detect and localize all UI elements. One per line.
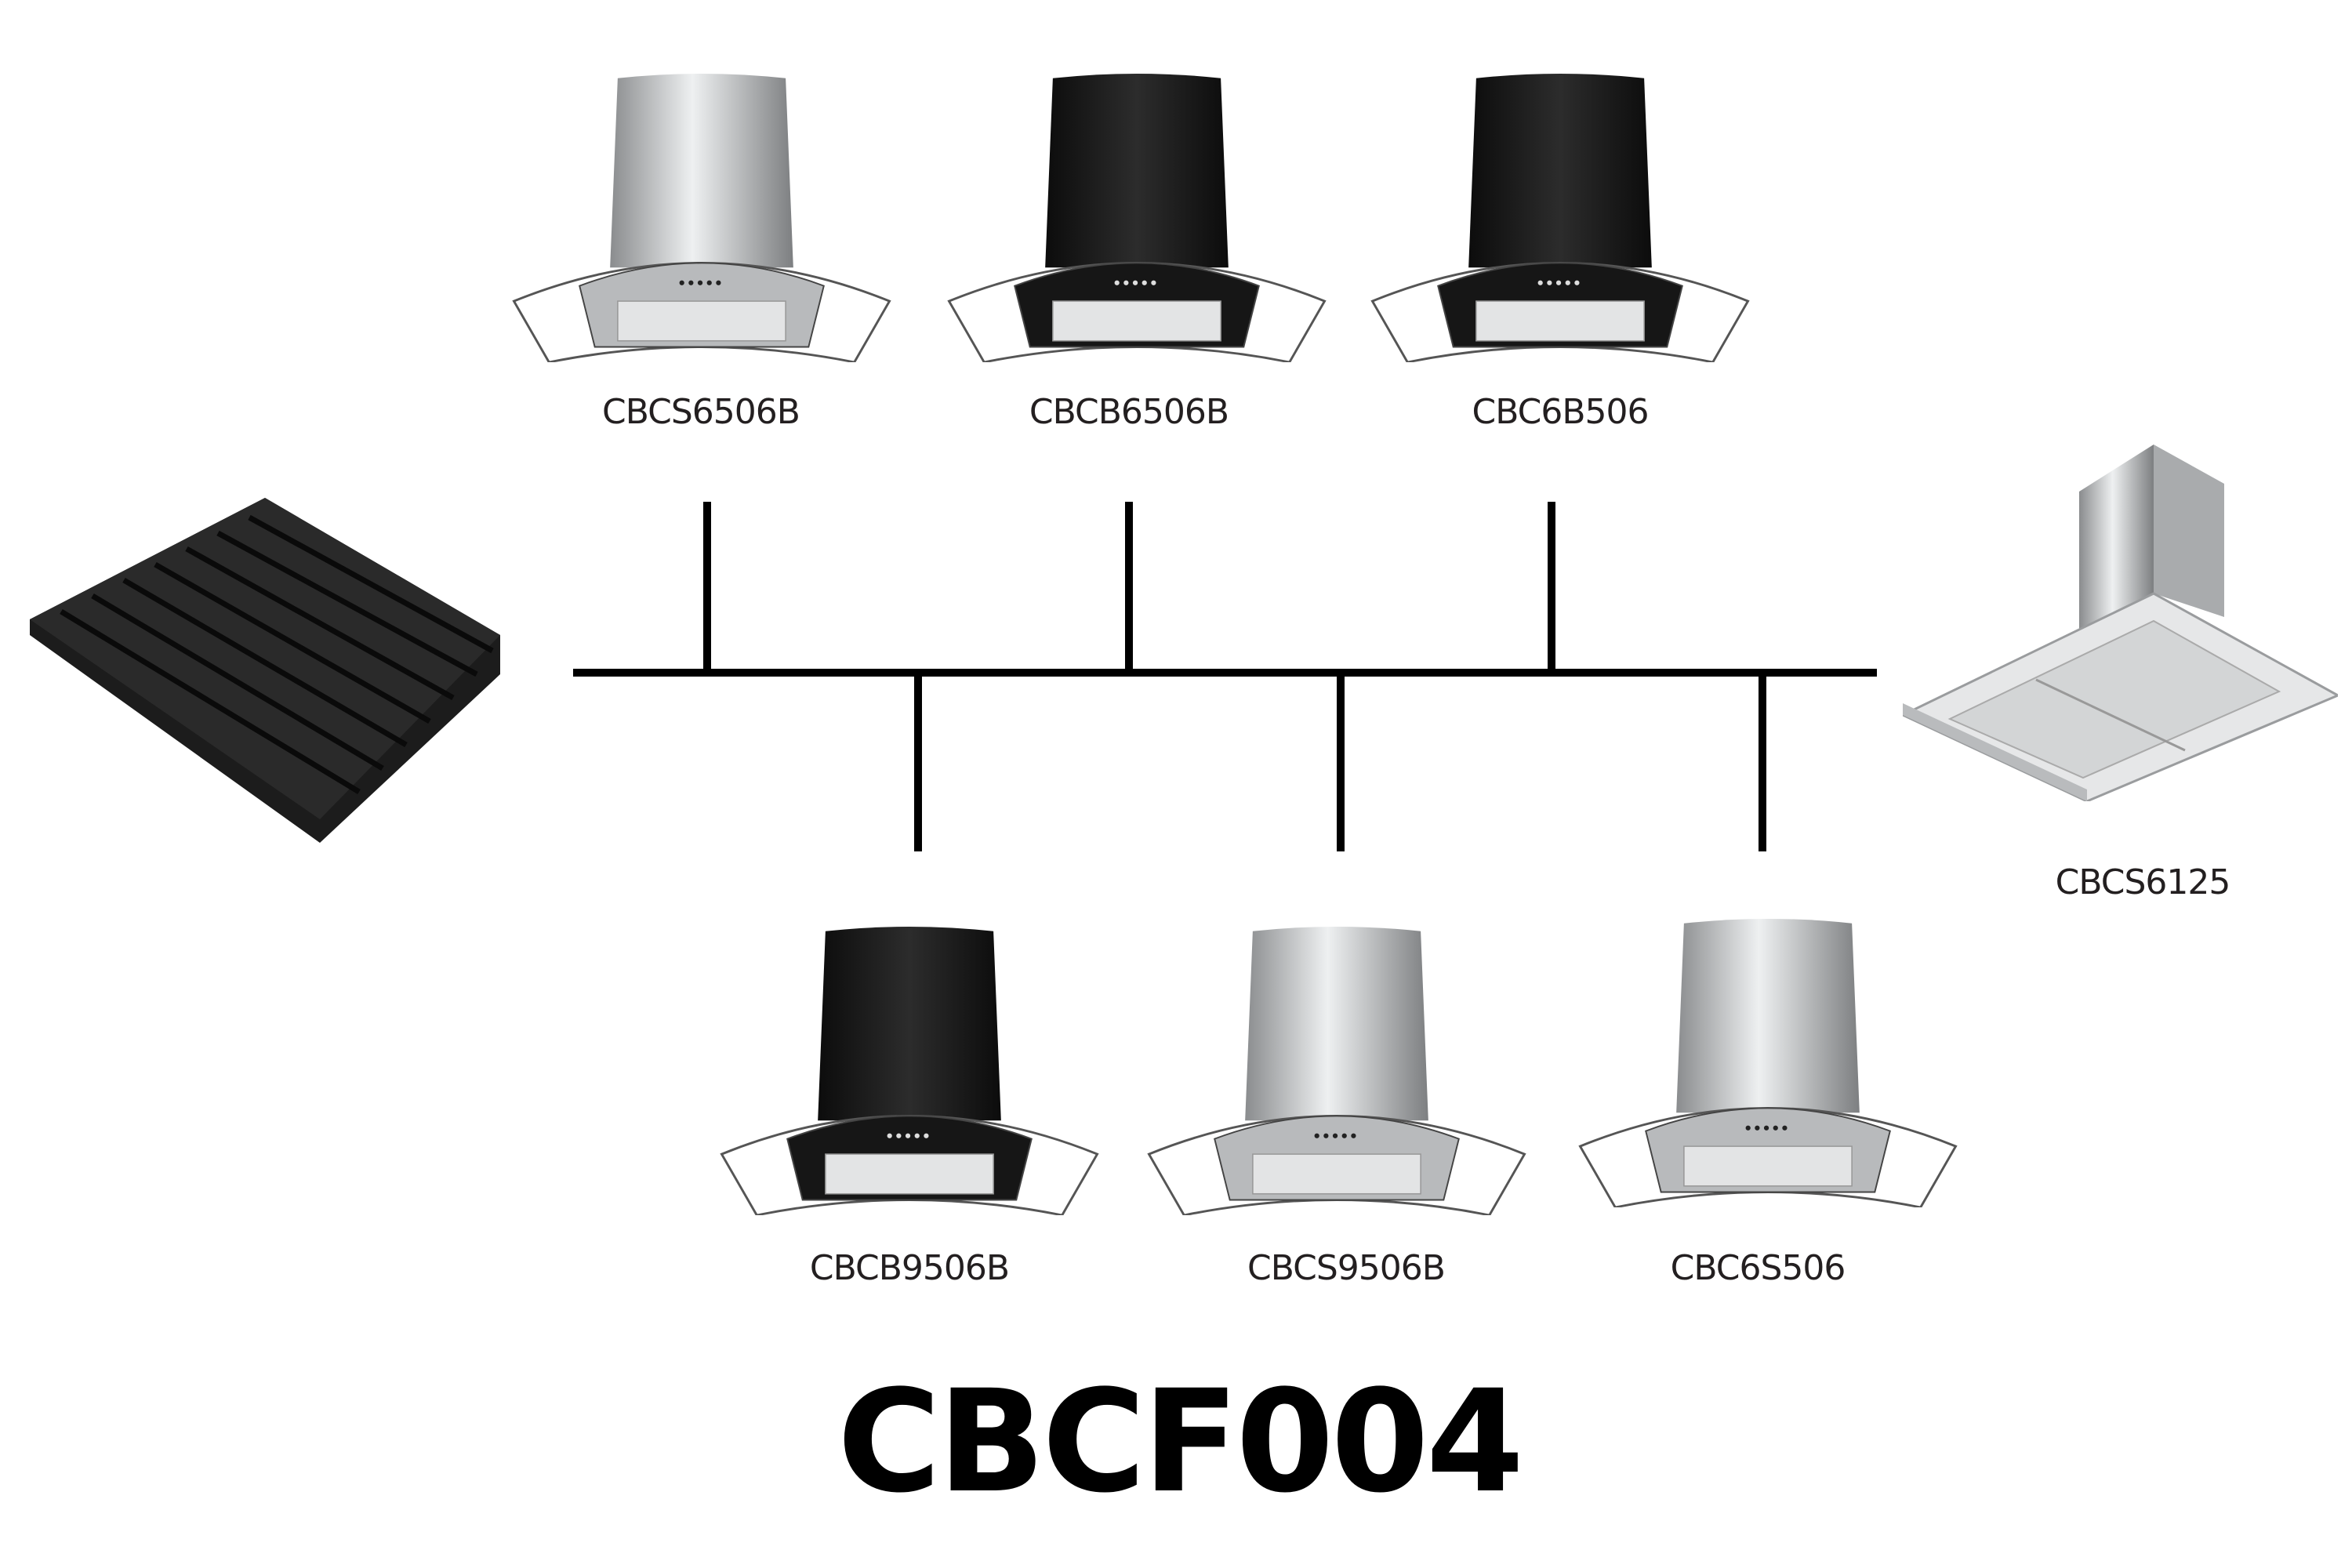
connector-top-3: [1548, 502, 1555, 673]
hood-image-cbc6s506: [1576, 917, 1960, 1209]
hood-image-cbcb6506b: [945, 72, 1329, 364]
connector-top-1: [703, 502, 711, 673]
connector-bottom-3: [1759, 673, 1766, 851]
hood-image-cbcs6506b: [510, 72, 894, 364]
model-label: CBCB9506B: [809, 1248, 1010, 1288]
connector-main: [573, 669, 1877, 677]
model-label: CBCS6506B: [602, 392, 800, 432]
model-label: CBCB6506B: [1029, 392, 1229, 432]
connector-bottom-1: [914, 673, 922, 851]
hood-image-cbcb9506b: [717, 925, 1102, 1217]
model-label: CBC6S506: [1670, 1248, 1846, 1288]
model-label: CBCS9506B: [1247, 1248, 1446, 1288]
hood-image-cbcs6125: [1900, 445, 2341, 803]
model-label: CBC6B506: [1472, 392, 1649, 432]
filter-model-title: CBCF004: [837, 1360, 1524, 1524]
connector-top-2: [1125, 502, 1133, 673]
connector-bottom-2: [1337, 673, 1345, 851]
carbon-filter-image: [30, 494, 500, 847]
hood-image-cbcs9506b: [1145, 925, 1529, 1217]
hood-image-cbc6b506: [1368, 72, 1752, 364]
model-label: CBCS6125: [2055, 862, 2231, 902]
